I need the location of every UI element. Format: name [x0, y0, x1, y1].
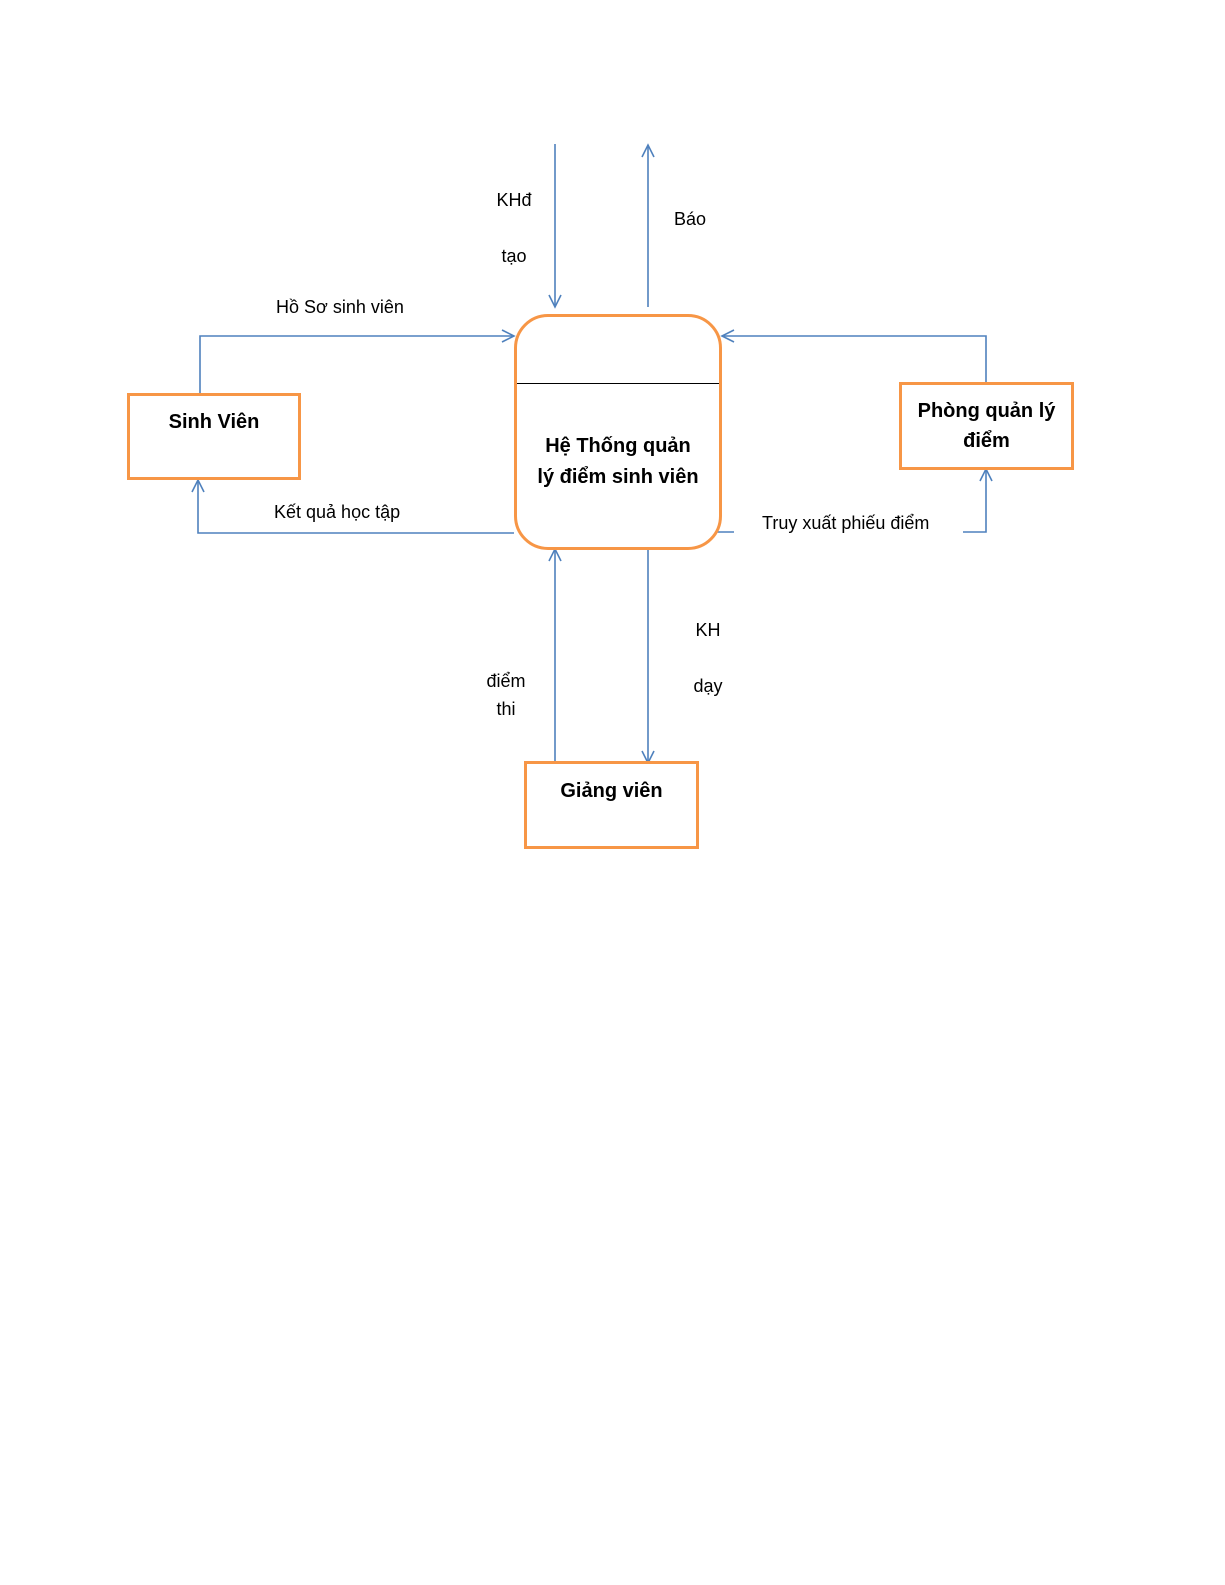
- process-label-line1: Hệ Thống quản: [517, 431, 719, 462]
- process-label-line2: lý điểm sinh viên: [517, 462, 719, 493]
- arrow-ho-so: [200, 336, 514, 394]
- entity-giang-vien-label: Giảng viên: [560, 780, 662, 802]
- label-kh-day: KH dạy: [686, 619, 730, 697]
- label-diem-thi-line1: điểm: [482, 670, 530, 692]
- process-he-thong: Hệ Thống quản lý điểm sinh viên: [514, 314, 722, 550]
- entity-sinh-vien-label: Sinh Viên: [169, 411, 260, 433]
- label-truy-xuat: Truy xuất phiếu điểm: [762, 512, 929, 534]
- label-bao: Báo: [674, 208, 706, 230]
- arrow-truy-xuat-right: [963, 469, 986, 532]
- label-kh-dao-tao-line1: KHđ: [490, 189, 538, 211]
- entity-sinh-vien: Sinh Viên: [127, 393, 301, 480]
- process-divider: [517, 383, 719, 384]
- entity-phong-label-line1: Phòng quản lý: [902, 396, 1071, 426]
- label-kh-day-line2: dạy: [686, 675, 730, 697]
- arrow-phong-in: [722, 336, 986, 383]
- label-kh-dao-tao: KHđ tạo: [490, 189, 538, 267]
- label-kh-dao-tao-line2: tạo: [490, 245, 538, 267]
- process-label: Hệ Thống quản lý điểm sinh viên: [517, 431, 719, 493]
- label-diem-thi: điểm thi: [482, 670, 530, 720]
- label-ho-so: Hồ Sơ sinh viên: [276, 296, 404, 318]
- entity-giang-vien: Giảng viên: [524, 761, 699, 849]
- entity-phong-label-line2: điểm: [902, 426, 1071, 456]
- label-kh-day-line1: KH: [686, 619, 730, 641]
- entity-phong-quan-ly: Phòng quản lý điểm: [899, 382, 1074, 470]
- label-ket-qua: Kết quả học tập: [274, 501, 400, 523]
- label-diem-thi-line2: thi: [482, 698, 530, 720]
